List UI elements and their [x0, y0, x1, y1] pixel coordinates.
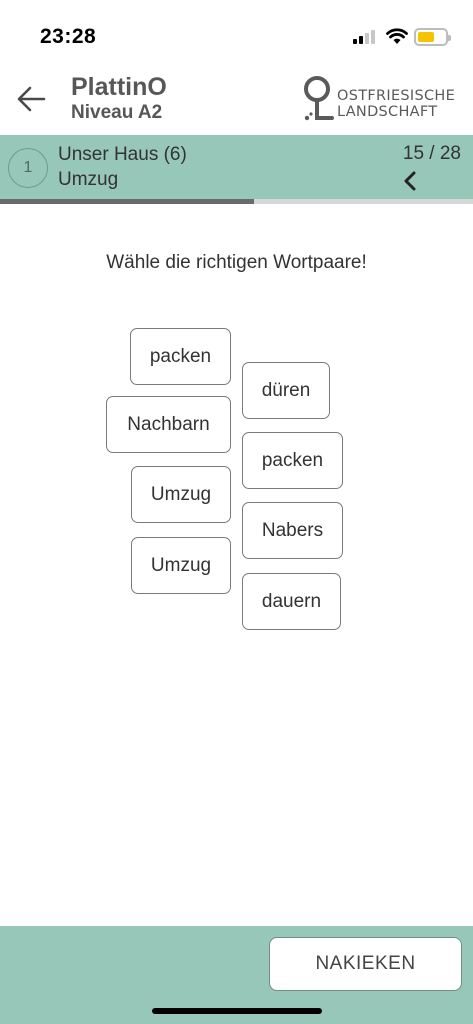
- back-button[interactable]: [14, 82, 50, 116]
- status-time: 23:28: [40, 25, 97, 48]
- lesson-number-badge: 1: [8, 148, 48, 188]
- previous-exercise-button[interactable]: [399, 169, 421, 193]
- lesson-progress-bar: [0, 199, 473, 204]
- battery-icon: [414, 28, 451, 46]
- status-bar: 23:28: [0, 0, 473, 60]
- word-card-left[interactable]: Umzug: [131, 537, 231, 594]
- exercise-instruction: Wähle die richtigen Wortpaare!: [106, 252, 367, 273]
- check-answer-button[interactable]: NAKIEKEN: [269, 937, 462, 991]
- lesson-progress-fill: [0, 199, 254, 204]
- word-card-left[interactable]: Nachbarn: [106, 396, 231, 453]
- logo-mark-icon: [304, 76, 334, 121]
- arrow-left-icon: [17, 86, 46, 112]
- word-card-left[interactable]: Umzug: [131, 466, 231, 523]
- cellular-signal-icon: [353, 30, 377, 44]
- word-card-right[interactable]: packen: [242, 432, 343, 489]
- lesson-title: Unser Haus (6): [58, 144, 187, 165]
- wifi-icon: [386, 28, 408, 44]
- lesson-progress-count: 15 / 28: [402, 143, 461, 164]
- home-indicator[interactable]: [152, 1008, 322, 1014]
- logo-text-line2: LANDSCHAFT: [337, 104, 438, 120]
- chevron-left-icon: [404, 171, 416, 191]
- word-card-right[interactable]: dauern: [242, 573, 341, 630]
- word-card-left[interactable]: packen: [130, 328, 231, 385]
- lesson-subtitle: Umzug: [58, 169, 119, 190]
- logo-text-line1: OSTFRIESISCHE: [337, 88, 456, 104]
- footer-bar: NAKIEKEN: [0, 926, 473, 1024]
- word-card-right[interactable]: düren: [242, 362, 330, 419]
- app-level: Niveau A2: [71, 102, 163, 123]
- lesson-bar: 1 Unser Haus (6) Umzug 15 / 28: [0, 135, 473, 199]
- ostfriesische-landschaft-logo: OSTFRIESISCHE LANDSCHAFT: [300, 73, 465, 125]
- app-header: PlattinO Niveau A2 OSTFRIESISCHE LANDSCH…: [0, 60, 473, 135]
- word-card-right[interactable]: Nabers: [242, 502, 343, 559]
- app-title: PlattinO: [71, 73, 167, 101]
